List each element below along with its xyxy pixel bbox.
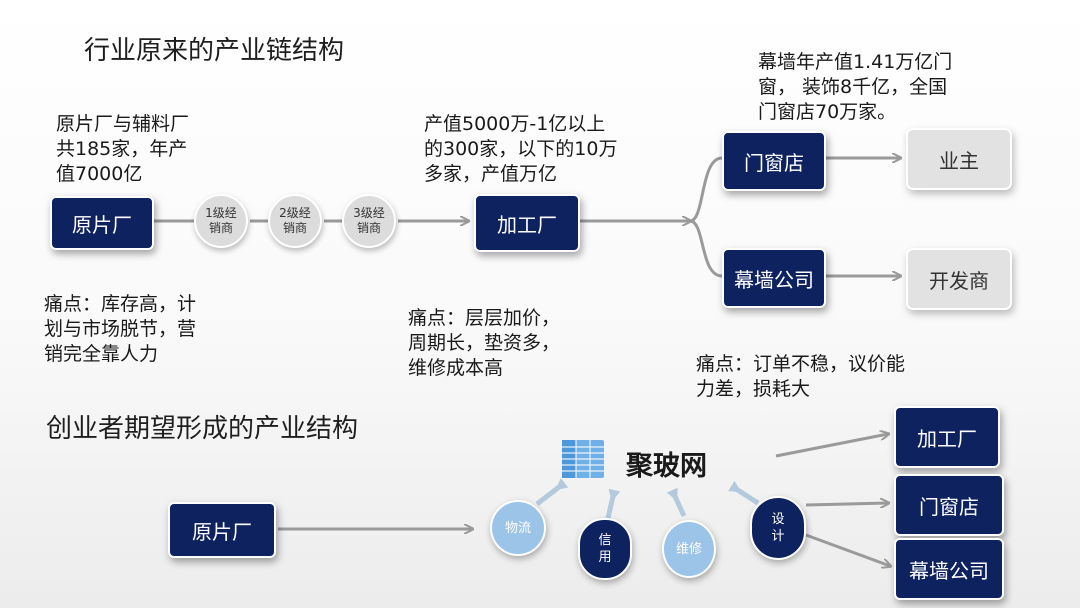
branch-bracket <box>689 156 723 278</box>
arrow-design-curtain <box>805 533 890 566</box>
market-note: 幕墙年产值1.41万亿门 窗， 装饰8千亿，全国 门窗店70万家。 <box>758 51 953 123</box>
target-processor-box: 加工厂 <box>894 406 1000 468</box>
developer-box: 开发商 <box>906 248 1012 310</box>
arrow-credit-platform <box>605 488 621 519</box>
door-shop-box: 门窗店 <box>722 131 826 191</box>
supplier-note: 原片厂与辅料厂 共185家，年产 值7000亿 <box>56 113 190 185</box>
top-title: 行业原来的产业链结构 <box>84 36 345 66</box>
pain-point-supplier: 痛点：库存高，计 划与市场脱节，营 销完全靠人力 <box>44 293 197 365</box>
window-logo-icon <box>562 440 604 478</box>
processor-note: 产值5000万-1亿以上 的300家，以下的10万 多家，产值万亿 <box>424 113 618 185</box>
dealer-level2: 2级经 销商 <box>268 194 322 248</box>
platform-name: 聚玻网 <box>626 451 707 482</box>
service-logistics: 物流 <box>490 500 546 556</box>
owner-box: 业主 <box>906 128 1012 190</box>
pain-point-retail: 痛点：订单不稳，议价能 力差，损耗大 <box>696 353 906 400</box>
arrow-design-doorshop <box>805 503 888 505</box>
arrow-design-platform <box>728 480 760 506</box>
supplier-box: 原片厂 <box>50 196 154 250</box>
target-door-shop-box: 门窗店 <box>894 474 1004 536</box>
bottom-supplier-box: 原片厂 <box>168 502 276 558</box>
arrow-platform-processor <box>775 434 888 458</box>
processor-box: 加工厂 <box>474 194 580 252</box>
dealer-level1: 1级经 销商 <box>194 194 248 248</box>
bottom-title: 创业者期望形成的产业结构 <box>46 414 359 444</box>
service-credit: 信 用 <box>578 518 632 580</box>
service-repair: 维修 <box>662 520 716 578</box>
service-design: 设 计 <box>750 496 806 560</box>
curtain-wall-box: 幕墙公司 <box>722 248 826 308</box>
pain-point-processor: 痛点：层层加价， 周期长，垫资多， 维修成本高 <box>408 307 561 379</box>
target-curtain-wall-box: 幕墙公司 <box>894 538 1004 600</box>
arrow-repair-platform <box>666 487 687 518</box>
arrow-logistics-platform <box>535 478 569 506</box>
dealer-level3: 3级经 销商 <box>342 194 396 248</box>
